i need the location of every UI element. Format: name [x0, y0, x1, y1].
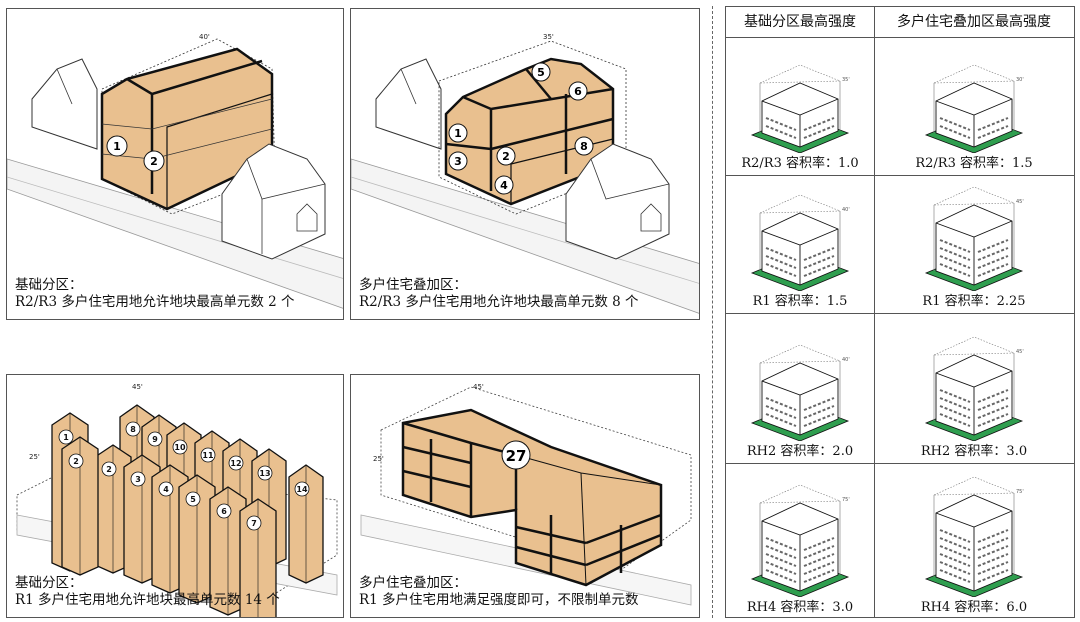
unit-number: 4	[163, 485, 169, 494]
unit-number: 5	[190, 495, 196, 504]
table-cell-base-row-4: 75' RH4 容积率：3.0	[726, 463, 874, 619]
unit-number: 14	[296, 485, 308, 494]
unit-number: 12	[230, 459, 241, 468]
caption-text: R1 多户住宅用地允许地块最高单元数 14 个	[15, 592, 280, 608]
unit-number: 10	[174, 443, 186, 452]
unit-number: 7	[251, 519, 257, 528]
building-thumbnail: 30'	[924, 64, 1024, 154]
unit-number: 4	[500, 179, 508, 192]
far-label: R1 容积率：1.5	[752, 294, 848, 309]
unit-number: 2	[150, 155, 158, 168]
panel-caption: 基础分区： R2/R3 多户住宅用地允许地块最高单元数 2 个	[15, 277, 295, 311]
far-label: RH4 容积率：6.0	[920, 600, 1028, 615]
panel-caption: 多户住宅叠加区： R2/R3 多户住宅用地允许地块最高单元数 8 个	[359, 277, 639, 311]
height-label: 75'	[1016, 489, 1024, 495]
building-thumbnail: 45'	[924, 186, 1024, 292]
height-label: 75'	[842, 497, 850, 503]
unit-number: 6	[221, 507, 227, 516]
massing-diagram-overlay-r2r3: 35' 1 2 3 4 5 6 8	[351, 33, 699, 314]
unit-number: 5	[537, 66, 545, 79]
massing-diagram-overlay-r1: 45' 25' 27	[360, 383, 692, 606]
unit-number: 13	[259, 469, 270, 478]
building-thumbnail: 40'	[750, 194, 850, 292]
unit-number: 2	[106, 465, 112, 474]
dimension-label: 45'	[132, 383, 143, 391]
unit-number: 11	[202, 451, 214, 460]
table-cell-base-row-1: 35' R2/R3 容积率：1.0	[726, 37, 874, 175]
diagram-panel-overlay-r1: 45' 25' 27 多户住宅叠加区： R1 多户住宅用地满足强度即可，不限制单…	[350, 374, 700, 618]
unit-number: 2	[73, 457, 79, 466]
height-label: 40'	[842, 207, 850, 213]
far-label: R2/R3 容积率：1.5	[915, 156, 1033, 171]
unit-number: 9	[152, 435, 158, 444]
dimension-label: 45'	[473, 383, 484, 391]
unit-number: 3	[135, 475, 141, 484]
building-thumbnail: 75'	[924, 476, 1024, 598]
far-label: RH4 容积率：3.0	[746, 600, 854, 615]
building-thumbnail: 45'	[924, 336, 1024, 442]
panel-caption: 多户住宅叠加区： R1 多户住宅用地满足强度即可，不限制单元数	[359, 575, 639, 609]
unit-number: 2	[502, 150, 510, 163]
side-dimension-label: 25'	[373, 455, 384, 463]
panel-caption: 基础分区： R1 多户住宅用地允许地块最高单元数 14 个	[15, 575, 280, 609]
height-label: 40'	[842, 357, 850, 363]
caption-title: 基础分区：	[15, 575, 83, 591]
table-cell-base-row-3: 40' RH2 容积率：2.0	[726, 313, 874, 463]
building-thumbnail: 75'	[750, 484, 850, 598]
unit-number: 3	[454, 155, 462, 168]
caption-title: 基础分区：	[15, 277, 83, 293]
far-label: RH2 容积率：3.0	[920, 444, 1028, 459]
unit-number: 1	[454, 127, 462, 140]
unit-number: 27	[506, 447, 527, 465]
building-thumbnail: 35'	[750, 64, 850, 154]
diagram-panel-overlay-r2r3: 35' 1 2 3 4 5 6 8 多户住宅叠加区： R2/R3 多户住宅用地允…	[350, 8, 700, 320]
dimension-label: 40'	[199, 33, 210, 41]
unit-number: 8	[130, 425, 136, 434]
height-label: 45'	[1016, 349, 1024, 355]
height-label: 35'	[842, 77, 850, 83]
far-label: R1 容积率：2.25	[922, 294, 1026, 309]
table-cell-overlay-row-4: 75' RH4 容积率：6.0	[874, 463, 1074, 619]
unit-number: 1	[63, 433, 69, 442]
far-label: R2/R3 容积率：1.0	[741, 156, 859, 171]
height-label: 30'	[1016, 77, 1024, 83]
intensity-table: 基础分区最高强度 多户住宅叠加区最高强度 35' R2/R3 容积率：1.0	[725, 6, 1075, 618]
column-header-base: 基础分区最高强度	[744, 14, 856, 30]
table-cell-overlay-row-1: 30' R2/R3 容积率：1.5	[874, 37, 1074, 175]
height-label: 45'	[1016, 199, 1024, 205]
caption-text: R1 多户住宅用地满足强度即可，不限制单元数	[359, 592, 639, 608]
caption-title: 多户住宅叠加区：	[359, 277, 467, 293]
dashed-divider	[712, 6, 713, 618]
diagram-panel-base-r2r3: 40' 1 2 基础分区： R2/R3 多户住宅用地允许地块最高单元数 2 个	[6, 8, 344, 320]
dimension-label: 35'	[543, 33, 554, 41]
table-cell-overlay-row-2: 45' R1 容积率：2.25	[874, 175, 1074, 313]
unit-number: 8	[580, 140, 588, 153]
caption-text: R2/R3 多户住宅用地允许地块最高单元数 8 个	[359, 294, 639, 310]
unit-number: 1	[113, 140, 121, 153]
caption-text: R2/R3 多户住宅用地允许地块最高单元数 2 个	[15, 294, 295, 310]
caption-title: 多户住宅叠加区：	[359, 575, 467, 591]
column-header-overlay: 多户住宅叠加区最高强度	[897, 14, 1051, 30]
side-dimension-label: 25'	[29, 453, 40, 461]
unit-number: 6	[574, 85, 582, 98]
far-label: RH2 容积率：2.0	[746, 444, 854, 459]
table-cell-base-row-2: 40' R1 容积率：1.5	[726, 175, 874, 313]
massing-diagram-base-r2r3: 40' 1 2	[7, 33, 343, 309]
table-cell-overlay-row-3: 45' RH2 容积率：3.0	[874, 313, 1074, 463]
building-thumbnail: 40'	[750, 344, 850, 442]
